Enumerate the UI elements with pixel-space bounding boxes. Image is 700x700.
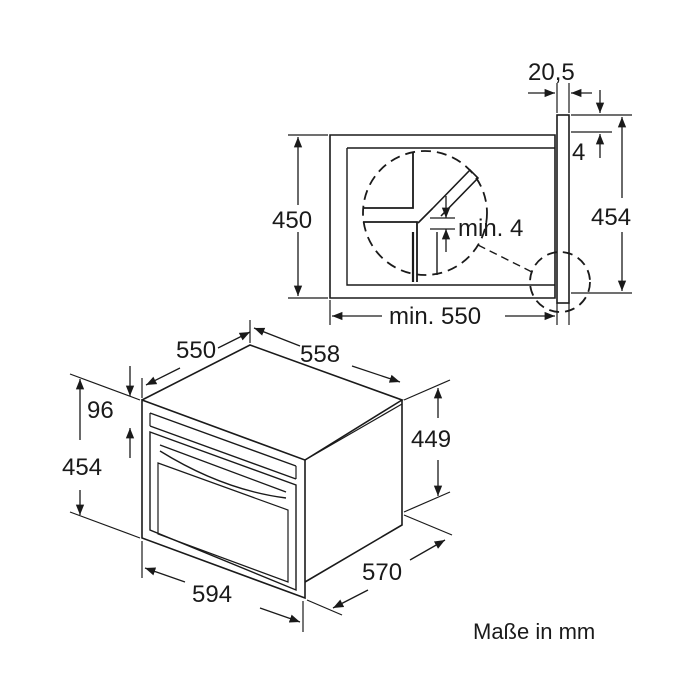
detail-circle xyxy=(362,150,488,276)
perspective-view: 550 558 454 96 449 594 570 xyxy=(62,320,453,632)
door xyxy=(149,431,297,592)
dim-top-offset: 4 xyxy=(572,139,585,166)
handle-curve xyxy=(159,450,287,499)
ext-line xyxy=(403,379,451,401)
panel-bottom xyxy=(149,425,297,480)
dim-gap: min. 4 xyxy=(458,215,523,242)
appliance-body xyxy=(346,147,555,286)
side-top-edge xyxy=(304,403,403,461)
ext-line xyxy=(403,514,453,536)
detail-circle-small xyxy=(529,251,591,313)
dim-panel-height: 96 xyxy=(87,397,114,424)
units-note: Maße in mm xyxy=(473,619,595,644)
right-side xyxy=(304,400,403,583)
detail-top-panel xyxy=(363,152,414,209)
dim-arrow xyxy=(217,331,251,349)
panel-top xyxy=(149,412,297,467)
detail-bottom-panel xyxy=(363,221,418,282)
dim-arrow xyxy=(351,365,401,383)
dim-width-top: 558 xyxy=(300,341,340,368)
dim-cavity-height: 450 xyxy=(272,207,312,234)
front-panel xyxy=(556,114,570,304)
top-surface xyxy=(141,344,404,461)
dim-total-height: 454 xyxy=(591,204,631,231)
detail-link xyxy=(477,244,533,273)
dim-front-height: 454 xyxy=(62,454,102,481)
dim-depth: min. 550 xyxy=(389,303,481,330)
side-view: min. 4 450 454 4 20,5 min. 550 xyxy=(272,59,632,330)
detail-door-edge xyxy=(417,207,434,224)
dim-front-thickness: 20,5 xyxy=(528,59,575,86)
dim-arrow xyxy=(253,327,301,347)
dim-body-height: 449 xyxy=(411,426,451,453)
dim-depth-total: 570 xyxy=(362,559,402,586)
dim-arrow xyxy=(259,607,301,623)
door-window xyxy=(157,462,289,583)
dim-cutout-depth: 550 xyxy=(176,337,216,364)
front-frame xyxy=(141,398,306,600)
dim-arrow xyxy=(409,539,446,561)
ext-line xyxy=(69,511,141,539)
dim-arrow xyxy=(144,567,186,583)
dim-width-front: 594 xyxy=(192,581,232,608)
detail-door-hinge xyxy=(432,168,480,217)
dim-arrow xyxy=(332,589,369,609)
ext-line xyxy=(403,491,451,513)
handle-top xyxy=(159,444,287,493)
ext-line xyxy=(306,599,343,616)
niche-outline xyxy=(329,134,556,299)
dim-arrow xyxy=(145,367,181,386)
